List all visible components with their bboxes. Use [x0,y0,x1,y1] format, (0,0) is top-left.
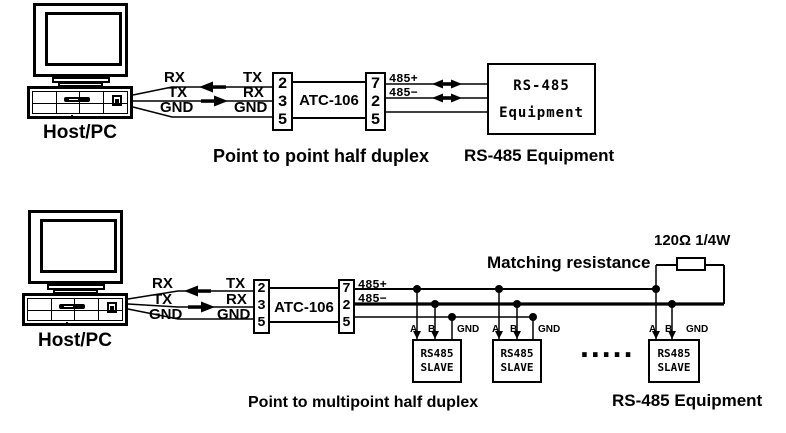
pin-5: 5 [277,110,288,129]
termination-resistor [676,257,706,271]
top-bidirectional-arrow-icons [432,79,462,103]
connector-235-bottom: 2 3 5 [253,279,270,334]
wire-label-rx-left-bottom: RX [152,275,173,292]
pin-3: 3 [257,298,266,314]
wire-label-tx-left-bottom: TX [153,291,173,308]
monitor-icon [33,3,128,77]
bottom-tx-arrow-right-icon [188,301,215,313]
top-rails [293,81,365,119]
bus-label-485plus-top: 485+ [389,72,418,86]
resistor-value-label: 120Ω 1/4W [654,232,731,249]
slave-label-line2: SLAVE [657,361,691,374]
slave1-pin-label-a: A [410,324,418,335]
wire-label-gnd-left-top: GND [160,99,194,116]
power-button-icon [112,95,122,106]
connector-725-bottom: 7 2 5 [338,279,355,334]
power-button-icon [107,302,117,313]
slave-label-line1: RS485 [657,347,691,360]
atc-106-label-bottom: ATC-106 [274,299,334,316]
slave-label-line1: RS485 [500,347,534,360]
caption-rs485-equipment-bottom: RS-485 Equipment [612,391,763,410]
pin-7: 7 [370,74,381,93]
slave3-pin-label-gnd: GND [686,324,709,335]
system-unit-face [32,91,128,117]
connector-235-top: 2 3 5 [272,72,293,131]
slave-label-line1: RS485 [420,347,454,360]
screen [45,12,122,66]
monitor-icon [28,210,123,284]
top-tx-arrow-right-icon [201,95,228,107]
junction-dots [413,285,676,321]
pin-2: 2 [277,74,288,93]
pin-7: 7 [342,281,351,297]
floppy-slot-icon [64,97,90,102]
wire-label-rx-right-top: RX [243,84,264,101]
system-unit-icon [27,86,133,119]
pin-5: 5 [342,315,351,331]
bottom-host-wires [127,290,253,320]
floppy-slot-icon [59,304,85,309]
pin-5: 5 [370,110,381,129]
slave1-pin-label-b: B [428,324,436,335]
connector-725-top: 7 2 5 [365,72,386,131]
host-pc-label-bottom: Host/PC [38,330,112,351]
pin-2: 2 [370,92,381,111]
host-pc-computer-top [27,3,161,123]
rs485-slave-box-1: RS485 SLAVE [412,339,462,383]
ellipsis-dots: ..... [580,328,635,364]
caption-point-to-point: Point to point half duplex [213,146,429,166]
wire-label-gnd-right-top: GND [234,99,268,116]
wire-label-rx-right-bottom: RX [226,291,247,308]
wire-label-tx-right-top: TX [243,69,263,86]
wire-label-rx-left-top: RX [164,69,185,86]
matching-resistance-label: Matching resistance [487,253,651,272]
wire-label-tx-left-top: TX [168,84,188,101]
pin-2: 2 [257,281,266,297]
rs485-equipment-box: RS-485 Equipment [487,63,596,135]
slave-label-line2: SLAVE [420,361,454,374]
slave2-pin-label-a: A [492,324,500,335]
slave1-pin-label-gnd: GND [457,324,480,335]
host-pc-label-top: Host/PC [43,122,117,143]
caption-rs485-equipment-top: RS-485 Equipment [464,146,615,165]
top-rx-arrow-left-icon [199,81,226,93]
bottom-rx-arrow-left-icon [184,285,211,297]
wire-label-gnd-left-bottom: GND [149,306,183,323]
pin-5: 5 [257,315,266,331]
slave3-pin-label-b: B [665,324,673,335]
slave2-pin-label-b: B [510,324,518,335]
pin-2: 2 [342,298,351,314]
bus-label-485minus-bottom: 485− [358,292,387,306]
bus-label-485plus-bottom: 485+ [358,278,387,292]
bus-label-485minus-top: 485− [389,86,418,100]
system-unit-icon [22,293,128,326]
rs485-slave-box-2: RS485 SLAVE [492,339,542,383]
caption-point-to-multipoint: Point to multipoint half duplex [248,394,479,411]
host-pc-computer-bottom [22,210,156,330]
wire-label-tx-right-bottom: TX [226,275,246,292]
slave-label-line2: SLAVE [500,361,534,374]
equipment-box-line1: RS-485 [513,77,570,94]
rs485-slave-box-3: RS485 SLAVE [648,339,700,383]
atc-106-label-top: ATC-106 [299,92,359,109]
slave-pin-down-arrow-icons [413,331,676,339]
slave3-pin-label-a: A [649,324,657,335]
equipment-box-line2: Equipment [499,104,584,121]
screen [40,219,117,273]
termination-wires [656,264,725,304]
slave-drop-wires [416,265,673,339]
wire-label-gnd-right-bottom: GND [217,306,251,323]
slave2-pin-label-gnd: GND [538,324,561,335]
bottom-rails [270,287,338,323]
pin-3: 3 [277,92,288,111]
system-unit-face [27,298,123,324]
